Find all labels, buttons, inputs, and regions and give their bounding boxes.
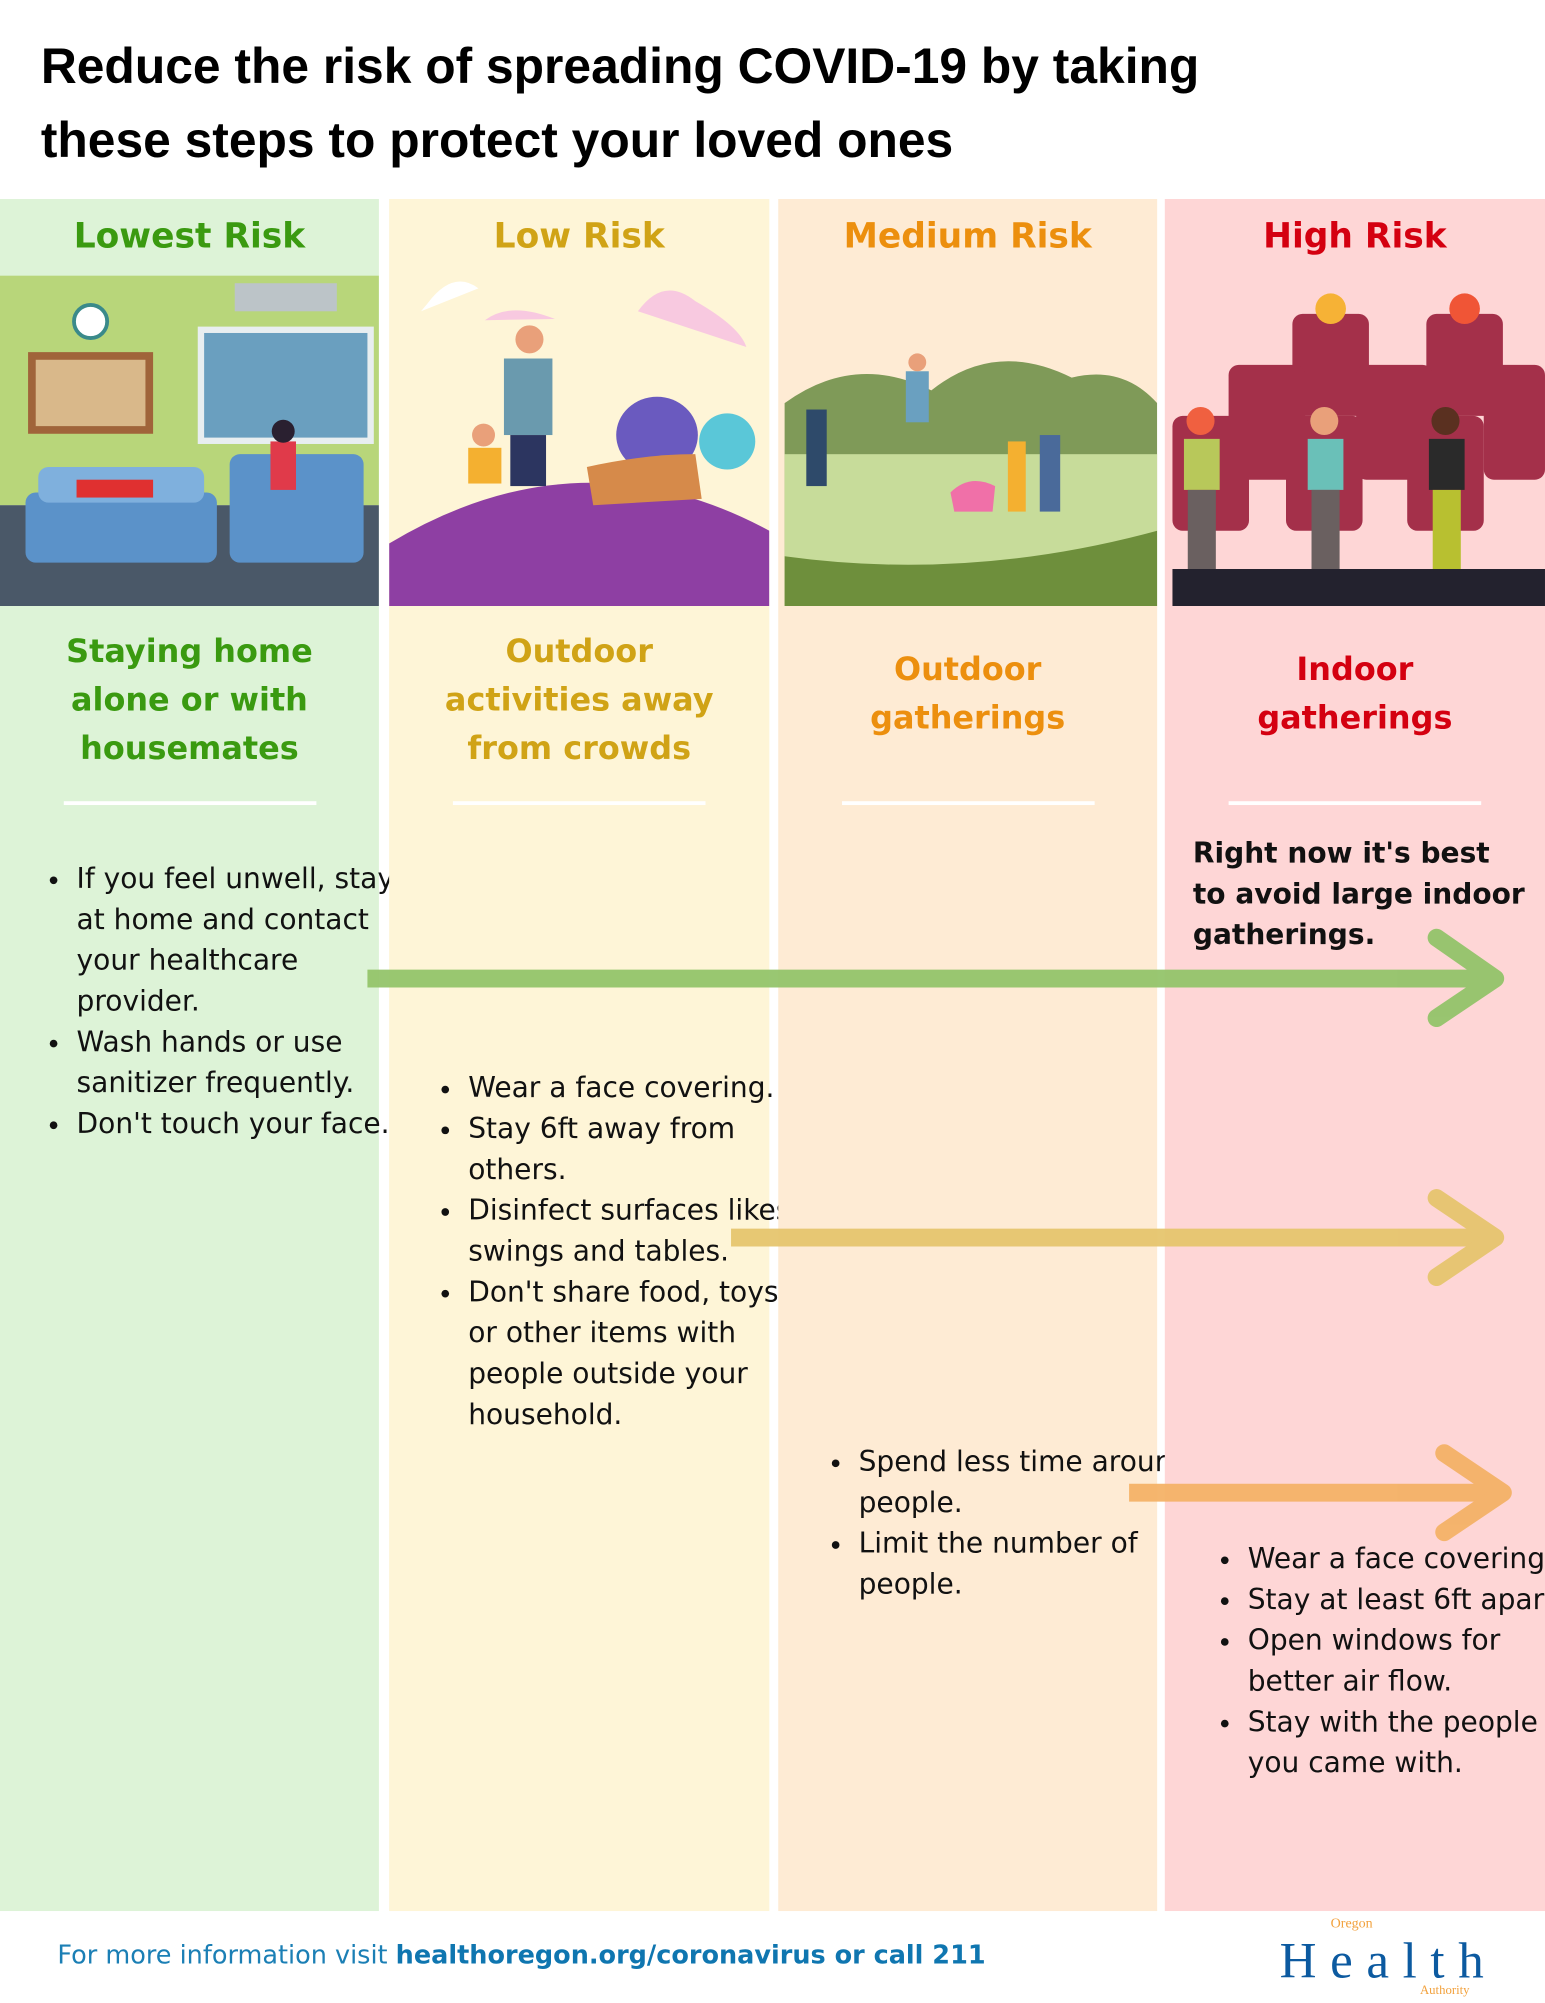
- footer-text: For more information visit healthoregon.…: [57, 1939, 985, 1970]
- column-header: Low Risk: [493, 216, 665, 257]
- column-high-risk: High Risk Indoor gatherings Right now it…: [1164, 199, 1545, 1912]
- svg-text:Authority: Authority: [1420, 1983, 1470, 1997]
- bullet-item: Stay with the people you came with.: [1245, 1703, 1545, 1785]
- svg-text:Health: Health: [1280, 1933, 1484, 1989]
- divider: [452, 801, 706, 806]
- column-medium-risk: Medium Risk Outdoor gatherings Spend les…: [778, 199, 1190, 1912]
- column-subtitle: Staying home alone or with housemates: [0, 628, 379, 773]
- svg-text:Oregon: Oregon: [1331, 1916, 1373, 1932]
- bullet-item: Wear a face covering.: [466, 1069, 800, 1110]
- bullet-item: Wear a face covering.: [1245, 1540, 1545, 1581]
- orange-arrow-icon: [1129, 1444, 1512, 1542]
- footer-label: For more information visit: [57, 1939, 396, 1970]
- column-subtitle: Outdoor gatherings: [778, 646, 1157, 743]
- subtitle-line: Outdoor: [893, 650, 1042, 688]
- high-risk-note: Right now it's best to avoid large indoo…: [1192, 838, 1525, 952]
- column-lowest-risk: Lowest Risk Staying home alone or with h…: [0, 199, 394, 1912]
- bullet-list: Wear a face covering. Stay 6ft away from…: [430, 1069, 800, 1436]
- divider: [841, 801, 1094, 806]
- bullet-list: Wear a face covering. Stay at least 6ft …: [1209, 1540, 1545, 1785]
- footer: For more information visit healthoregon.…: [0, 1911, 1545, 2001]
- bullet-item: Open windows for better air flow.: [1245, 1622, 1545, 1704]
- column-low-risk: Low Risk Outdoor activities away from cr…: [389, 199, 790, 1912]
- bullet-list: If you feel unwell, stay at home and con…: [38, 860, 405, 1146]
- column-header: Lowest Risk: [73, 216, 306, 257]
- outdoor-gathering-illustration: [784, 353, 1158, 607]
- subtitle-line: activities away: [444, 681, 714, 719]
- column-subtitle: Indoor gatherings: [1165, 646, 1545, 743]
- subtitle-line: from crowds: [467, 729, 692, 767]
- title-line-1: Reduce the risk of spreading COVID-19 by…: [40, 39, 1200, 95]
- indoor-theater-illustration: [1172, 275, 1545, 607]
- subtitle-line: Staying home: [66, 632, 313, 670]
- subtitle-line: gatherings: [870, 699, 1066, 737]
- divider: [63, 801, 316, 806]
- bullet-item: Spend less time around people.: [856, 1443, 1191, 1525]
- outdoor-walk-illustration: [389, 281, 770, 607]
- subtitle-line: Outdoor: [505, 632, 653, 670]
- subtitle-line: housemates: [80, 729, 299, 767]
- bullet-item: Stay 6ft away from others.: [466, 1110, 800, 1192]
- bullet-item: Wash hands or use sanitizer frequently.: [74, 1023, 406, 1105]
- bullet-item: Disinfect surfaces likes swings and tabl…: [466, 1192, 800, 1274]
- green-arrow-icon: [367, 928, 1505, 1028]
- oregon-health-authority-logo: Oregon Health Authority: [1280, 1914, 1497, 1998]
- bullet-item: Don't touch your face.: [74, 1105, 406, 1146]
- bullet-item: Stay at least 6ft apart.: [1245, 1581, 1545, 1622]
- column-header: High Risk: [1263, 216, 1447, 257]
- bullet-list: Spend less time around people. Limit the…: [820, 1443, 1191, 1607]
- title-line-2: these steps to protect your loved ones: [40, 113, 954, 169]
- subtitle-line: alone or with: [70, 681, 308, 719]
- bullet-item: Don't share food, toys or other items wi…: [466, 1273, 800, 1436]
- page-title: Reduce the risk of spreading COVID-19 by…: [41, 31, 1199, 179]
- divider: [1228, 801, 1482, 806]
- subtitle-line: gatherings: [1257, 699, 1453, 737]
- subtitle-line: Indoor: [1296, 650, 1414, 688]
- yellow-arrow-icon: [731, 1189, 1505, 1287]
- bullet-item: If you feel unwell, stay at home and con…: [74, 860, 406, 1023]
- column-header: Medium Risk: [843, 216, 1092, 257]
- column-subtitle: Outdoor activities away from crowds: [389, 628, 769, 773]
- bullet-item: Limit the number of people.: [856, 1525, 1190, 1607]
- home-illustration: [0, 275, 379, 607]
- footer-link[interactable]: healthoregon.org/coronavirus or call 211: [395, 1939, 986, 1970]
